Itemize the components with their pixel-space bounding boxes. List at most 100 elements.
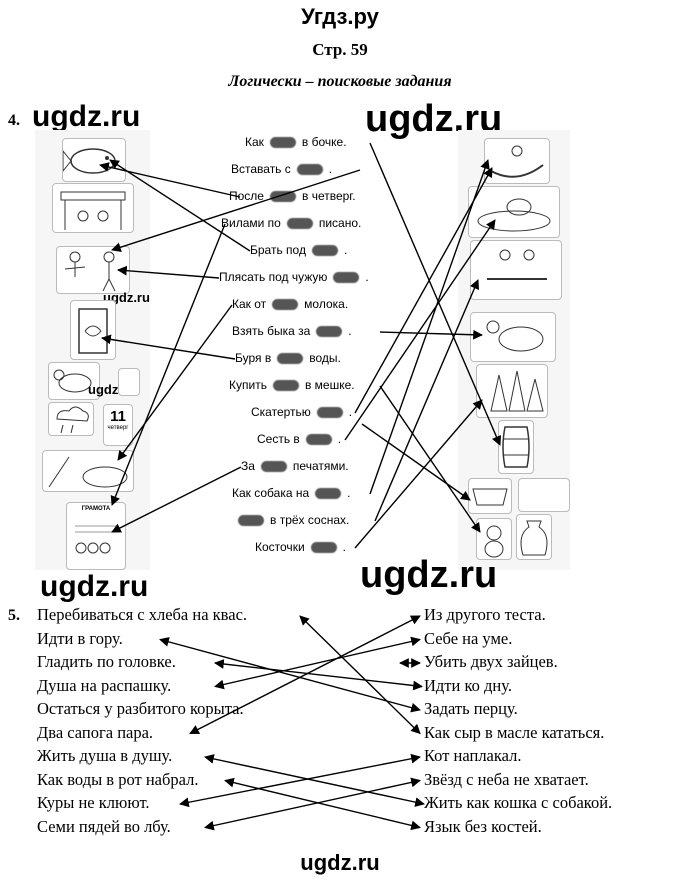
phrase-right-text: в бочке. [301,135,347,149]
phrase-right-text: в четверг. [301,189,356,203]
task4-phrase: Брать под. [250,243,347,257]
site-title: Угдз.ру [301,4,379,29]
phrase-right-text: писано. [318,216,362,230]
task4-phrase: Скатертью. [251,405,352,419]
connection-arrow [354,399,483,549]
task5-right-phrase: Убить двух зайцев. [424,652,558,671]
task-4-number: 4. [8,112,20,129]
task4-phrase: в трёх соснах. [232,513,349,527]
connection-arrow [354,167,493,414]
task5-left-phrase: Семи пядей во лбу. [37,816,171,836]
phrase-right-text: . [337,432,342,446]
barrel-picture [498,420,534,474]
phrase-right-text: в трёх соснах. [270,513,350,527]
connection-arrow [117,304,233,461]
task5-right-phrase: Как сыр в масле кататься. [424,722,605,742]
task4-phrase: Вилами по писано. [221,216,361,230]
watermark-middle-right: ugdz.ru [360,554,498,596]
task5-right-phrase: Себе на уме. [424,628,513,648]
task4-phrase: Как собака на. [232,486,351,500]
two-men-on-bench-picture [470,240,562,300]
fish-picture [62,138,126,182]
hidden-word-blot [315,487,342,499]
hidden-word-blot [286,217,313,229]
task5-right-phrase: Жить как кошка с собакой. [424,793,613,812]
phrase-right-text: . [343,243,348,257]
phrase-right-text: в мешке. [304,378,355,392]
watermark-task4-left: ugdz.ru [32,100,141,133]
man-and-bull-picture [470,312,556,362]
task4-phrase: Вставать с. [231,162,332,176]
hidden-word-blot [305,433,332,445]
phrase-right-text: . [342,540,346,554]
connection-arrow [111,169,361,252]
task4-phrase: Как от молока. [232,297,348,311]
task5-right-phrase: Из другого теста. [424,605,546,624]
certificate-title: ГРАМОТА [81,506,111,512]
task5-right-phrase: Кот наплакал. [424,746,522,765]
phrase-left-text: Буря в [235,351,272,365]
phrase-left-text: Вилами по [221,216,281,230]
task4-phrase: Сесть в. [257,432,341,446]
phrase-left-text: Сесть в [257,432,300,446]
connection-arrow [374,279,480,522]
rain-cloud-picture [48,402,94,436]
calendar-picture: 11 четверг [103,404,133,446]
connection-arrow [379,385,481,533]
connection-arrow [179,753,421,808]
task5-right-phrase: Язык без костей. [424,816,542,836]
connection-arrow [159,637,421,713]
hidden-word-blot [277,352,304,364]
market-stall-picture [52,183,134,233]
hidden-word-blot [269,136,296,148]
phrase-right-text: . [328,162,333,176]
task5-left-phrase: Два сапога пара. [37,722,154,742]
connection-arrow [344,219,496,441]
hidden-word-blot [260,460,287,472]
connection-arrow [204,754,425,807]
phrase-right-text: . [348,405,353,419]
phrase-left-text: Как собака на [232,486,310,500]
connection-arrow [189,615,421,735]
connection-arrow [379,329,483,340]
task4-phrase: Взять быка за. [232,324,352,338]
phrase-left-text: Как от [232,297,267,311]
hidden-word-blot [238,514,264,526]
calendar-word: четверг [107,425,129,431]
section-title: Логически – поисковые задания [228,73,452,90]
hidden-word-blot [316,406,343,418]
connection-arrow [109,159,251,252]
certificate-picture: ГРАМОТА [66,502,126,570]
man-in-sled-picture [484,138,550,184]
phrase-left-text: Брать под [250,243,306,257]
hidden-word-blot [310,541,337,553]
phrase-left-text: Купить [229,378,267,392]
phrase-right-text: печатями. [292,459,349,473]
phrase-left-text: Скатертью [251,405,311,419]
calendar-number: 11 [110,408,126,425]
task5-left-phrase: Гладить по головке. [37,652,176,671]
task5-right-phrase: Звёзд с неба не хватает. [424,769,589,789]
connection-arrow [361,423,471,501]
page-reference: Стр. 59 [312,40,368,59]
task5-left-phrase: Куры не клюют. [37,793,150,812]
task5-left-phrase: Жить душа в душу. [37,746,173,765]
phrase-left-text: Косточки [255,540,305,554]
phrase-right-text: . [348,324,352,338]
landscape-picture [518,478,570,512]
hidden-word-blot [316,325,343,337]
watermark-footer: ugdz.ru [300,850,380,875]
hidden-word-blot [269,190,296,202]
connection-arrow [99,162,241,198]
hidden-word-blot [272,379,299,391]
phrase-right-text: молока. [304,297,349,311]
connection-arrow [369,142,502,446]
hidden-word-blot [296,163,323,175]
connection-arrow [111,466,242,533]
connection-arrow [101,334,236,360]
cat-picture [476,518,512,560]
milk-carton-picture [118,368,140,396]
